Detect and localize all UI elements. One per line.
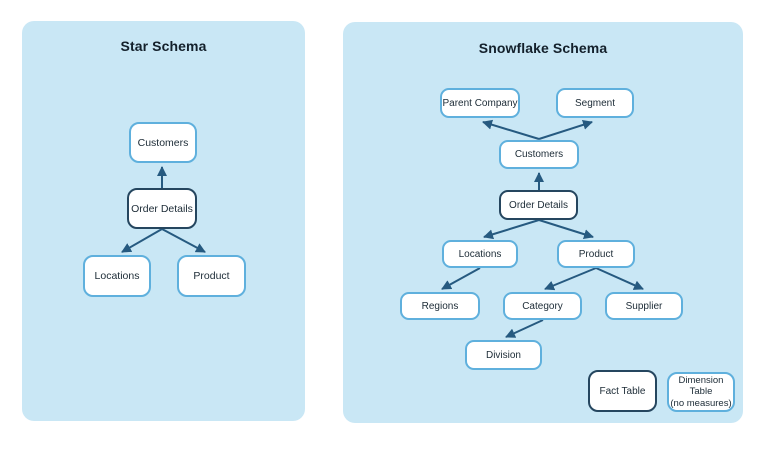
edge-category-division bbox=[505, 319, 544, 338]
star-schema-title: Star Schema bbox=[120, 38, 207, 54]
node-snow-regions: Regions bbox=[400, 292, 480, 320]
edge-orderdetails-product bbox=[161, 228, 206, 253]
edge-product-supplier bbox=[595, 267, 644, 290]
node-star-product: Product bbox=[177, 255, 246, 297]
edge-orderdetails-locations bbox=[121, 228, 163, 253]
edge-customers-segment bbox=[538, 119, 593, 140]
edge-customers-parentcompany bbox=[482, 119, 540, 140]
edge-locations-regions bbox=[441, 267, 481, 290]
node-snow-customers: Customers bbox=[499, 140, 579, 169]
star-schema-panel: Star Schema Customers Order Details Loca… bbox=[22, 21, 305, 421]
snowflake-schema-panel: Snowflake Schema Parent Company Segment … bbox=[343, 22, 743, 423]
node-star-locations: Locations bbox=[83, 255, 151, 297]
node-star-order-details: Order Details bbox=[127, 188, 197, 229]
node-snow-product: Product bbox=[557, 240, 635, 268]
node-snow-parent-company: Parent Company bbox=[440, 88, 520, 118]
snowflake-schema-arrows-layer bbox=[441, 119, 644, 338]
legend-fact-table: Fact Table bbox=[588, 370, 657, 412]
snowflake-schema-title: Snowflake Schema bbox=[478, 40, 608, 56]
legend-dimension-table: Dimension Table (no measures) bbox=[667, 372, 735, 412]
node-snow-supplier: Supplier bbox=[605, 292, 683, 320]
node-snow-division: Division bbox=[465, 340, 542, 370]
edge-product-category bbox=[544, 267, 597, 291]
edge-orderdetails-product bbox=[538, 219, 594, 240]
edge-orderdetails-locations bbox=[483, 219, 540, 240]
node-snow-order-details: Order Details bbox=[499, 190, 578, 220]
node-star-customers: Customers bbox=[129, 122, 197, 163]
node-snow-category: Category bbox=[503, 292, 582, 320]
node-snow-locations: Locations bbox=[442, 240, 518, 268]
node-snow-segment: Segment bbox=[556, 88, 634, 118]
